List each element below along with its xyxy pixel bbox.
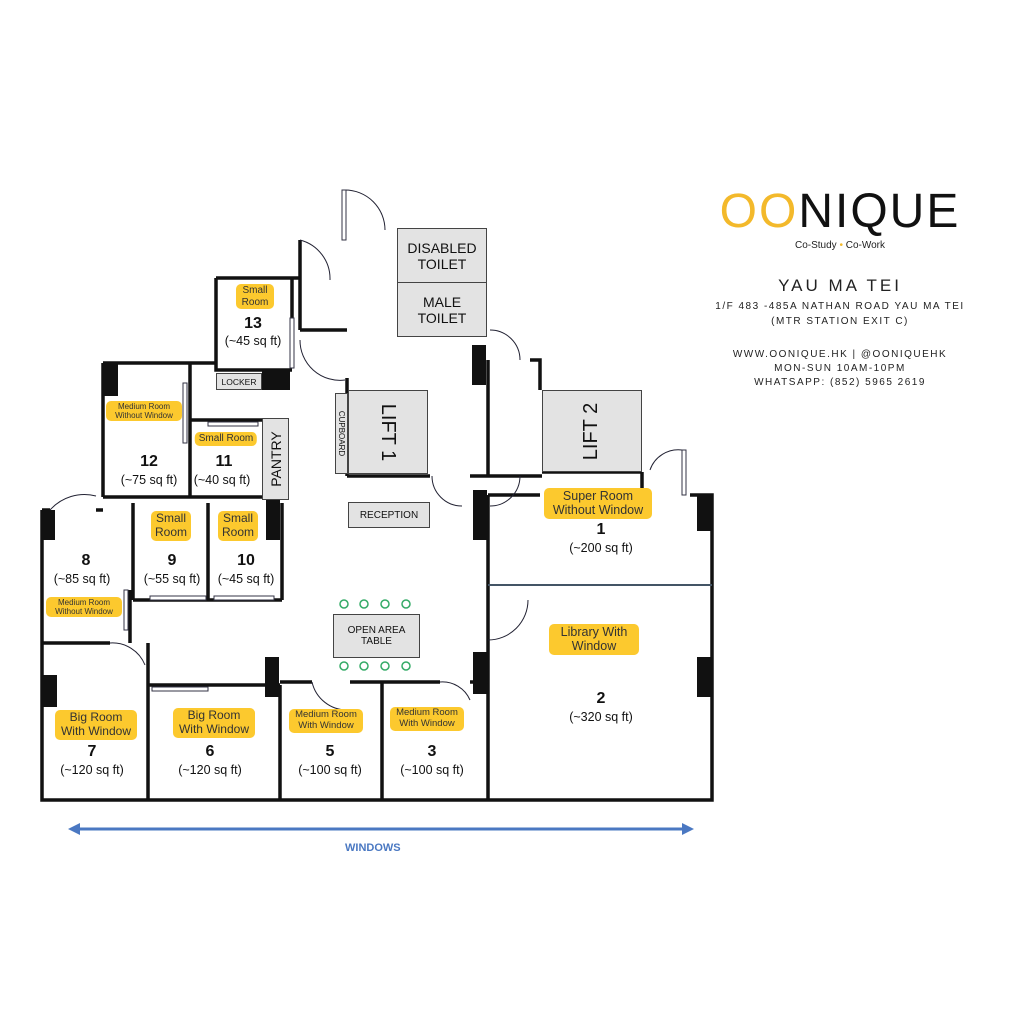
room-1-area: (~200 sq ft) xyxy=(569,541,633,555)
room-10-area: (~45 sq ft) xyxy=(217,572,275,586)
lift-2: LIFT 2 xyxy=(542,390,642,472)
cupboard-label: CUPBOARD xyxy=(337,410,346,457)
lift-1: LIFT 1 xyxy=(348,390,428,474)
cupboard: CUPBOARD xyxy=(335,393,348,474)
pantry: PANTRY xyxy=(262,418,289,500)
location-name: YAU MA TEI xyxy=(778,276,902,295)
open-area-table: OPEN AREA TABLE xyxy=(333,614,420,658)
room-12-type: Medium Room Without Window xyxy=(106,401,182,422)
room-10-number: 10 xyxy=(237,552,255,569)
lift-1-label: LIFT 1 xyxy=(377,403,400,461)
room-9-number: 9 xyxy=(167,552,177,569)
room-8-area: (~85 sq ft) xyxy=(53,572,111,586)
room-13-number: 13 xyxy=(244,315,262,332)
room-6-number: 6 xyxy=(205,743,215,760)
brand-tagline: Co-Study • Co-Work xyxy=(794,240,886,251)
location-exit: (MTR STATION EXIT C) xyxy=(771,316,909,327)
room-13-type: Small Room xyxy=(236,284,274,309)
brand-logo: OONIQUE xyxy=(719,185,961,238)
room-3-number: 3 xyxy=(427,743,437,760)
room-3-area: (~100 sq ft) xyxy=(400,763,464,777)
room-8-number: 8 xyxy=(81,552,91,569)
room-2-type: Library With Window xyxy=(549,624,639,655)
windows-arrow xyxy=(68,823,694,835)
room-5-type: Medium Room With Window xyxy=(289,709,363,733)
website-social: WWW.OONIQUE.HK | @OONIQUEHK xyxy=(732,349,948,360)
room-11-area: (~40 sq ft) xyxy=(193,473,251,487)
male-toilet: MALE TOILET xyxy=(397,282,487,337)
room-10-type: Small Room xyxy=(218,511,258,541)
disabled-toilet: DISABLED TOILET xyxy=(397,228,487,283)
tagline-right: Co-Work xyxy=(845,240,886,251)
room-2-area: (~320 sq ft) xyxy=(569,710,633,724)
room-8-type: Medium Room Without Window xyxy=(46,597,122,618)
room-7-number: 7 xyxy=(87,743,97,760)
locker: LOCKER xyxy=(216,373,262,390)
location-address: 1/F 483 -485A NATHAN ROAD YAU MA TEI xyxy=(715,301,965,312)
room-5-number: 5 xyxy=(325,743,335,760)
room-6-area: (~120 sq ft) xyxy=(178,763,242,777)
whatsapp-contact: WHATSAPP: (852) 5965 2619 xyxy=(754,377,926,388)
room-1-type: Super Room Without Window xyxy=(544,488,652,519)
room-2-number: 2 xyxy=(596,690,606,707)
room-3-type: Medium Room With Window xyxy=(390,707,464,731)
room-9-area: (~55 sq ft) xyxy=(143,572,201,586)
room-12-area: (~75 sq ft) xyxy=(120,473,178,487)
windows-label: WINDOWS xyxy=(345,842,401,854)
room-1-number: 1 xyxy=(596,521,606,538)
room-7-area: (~120 sq ft) xyxy=(60,763,124,777)
room-11-number: 11 xyxy=(215,453,233,470)
room-5-area: (~100 sq ft) xyxy=(298,763,362,777)
room-13-area: (~45 sq ft) xyxy=(224,334,282,348)
pantry-label: PANTRY xyxy=(267,431,284,487)
room-11-type: Small Room xyxy=(194,432,258,446)
room-12-number: 12 xyxy=(140,453,158,470)
lift-2-label: LIFT 2 xyxy=(580,402,603,460)
opening-hours: MON-SUN 10AM-10PM xyxy=(774,363,906,374)
tagline-left: Co-Study xyxy=(794,240,837,251)
reception: RECEPTION xyxy=(348,502,430,528)
room-6-type: Big Room With Window xyxy=(173,708,255,738)
room-9-type: Small Room xyxy=(151,511,191,541)
room-7-type: Big Room With Window xyxy=(55,710,137,740)
